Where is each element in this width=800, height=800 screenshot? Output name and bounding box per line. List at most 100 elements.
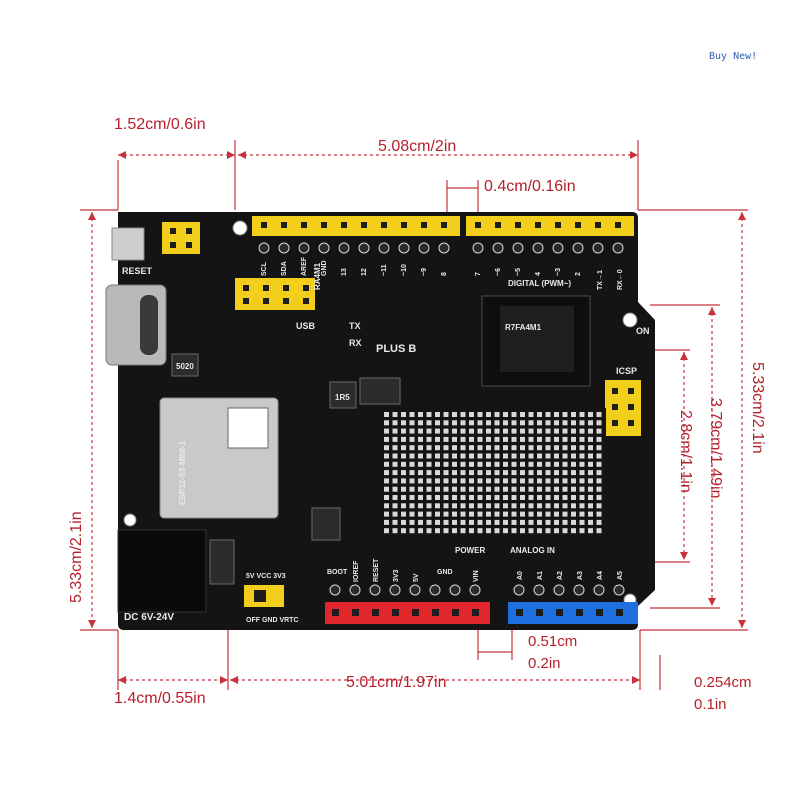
top-right-header[interactable] (466, 216, 634, 236)
icsp-header[interactable] (605, 380, 641, 436)
proto-pad (452, 412, 457, 417)
proto-pad (520, 436, 525, 442)
proto-pad (511, 528, 517, 534)
proto-pad (528, 511, 534, 517)
proto-pad (511, 453, 517, 459)
power-label: POWER (455, 546, 485, 555)
proto-pad (452, 503, 457, 509)
proto-pad (494, 519, 500, 525)
proto-pad (477, 420, 483, 426)
top-left-header[interactable] (252, 216, 460, 236)
proto-pad (460, 445, 466, 451)
usb-c-connector[interactable] (105, 284, 167, 366)
svg-text:TX→1: TX→1 (597, 270, 604, 290)
switch-top-label: 5V VCC 3V3 (246, 573, 286, 580)
proto-pad (443, 420, 449, 426)
proto-pad (579, 420, 585, 426)
proto-pad (469, 503, 474, 509)
proto-pad (571, 519, 576, 525)
proto-pad (435, 470, 440, 476)
proto-pad (494, 445, 500, 451)
proto-pad (460, 436, 466, 442)
dim-edge-gap-cm: 0.254cm (694, 674, 752, 691)
proto-pad (596, 412, 602, 417)
proto-pad (443, 412, 449, 417)
svg-text:~3: ~3 (555, 268, 562, 276)
proto-pad (528, 519, 534, 525)
proto-pad (486, 486, 491, 492)
buy-new-label[interactable]: Buy New! (709, 51, 758, 62)
proto-pad (528, 412, 534, 417)
proto-pad (418, 511, 423, 517)
proto-pad (537, 511, 542, 517)
proto-pad (409, 428, 415, 434)
proto-pad (452, 519, 457, 525)
proto-pad (477, 436, 483, 442)
proto-pad (477, 528, 483, 534)
svg-text:~10: ~10 (401, 264, 408, 276)
proto-pad (426, 428, 432, 434)
scl-sda-header[interactable] (235, 278, 315, 310)
proto-pad (588, 470, 593, 476)
proto-pad (579, 412, 585, 417)
proto-pad (588, 503, 593, 509)
proto-pad (562, 486, 568, 492)
proto-pad (409, 503, 415, 509)
proto-pad (426, 453, 432, 459)
power-header[interactable] (325, 602, 490, 624)
proto-pad (418, 470, 423, 476)
proto-pad (486, 503, 491, 509)
proto-pad (494, 453, 500, 459)
proto-pad (392, 486, 398, 492)
proto-pad (418, 445, 423, 451)
proto-pad (596, 478, 602, 484)
proto-pad (384, 420, 389, 426)
proto-pad (588, 495, 593, 500)
proto-pad (554, 420, 559, 426)
proto-pad (426, 436, 432, 442)
proto-pad (418, 428, 423, 434)
proto-pad (460, 478, 466, 484)
proto-pad (511, 511, 517, 517)
reset-button[interactable] (111, 227, 145, 261)
proto-pad (384, 519, 389, 525)
dc-jack[interactable] (117, 529, 207, 613)
proto-pad (596, 528, 602, 534)
proto-pad (384, 461, 389, 467)
proto-pad (384, 528, 389, 534)
proto-pad (562, 519, 568, 525)
vcc-gnd-header[interactable] (162, 222, 200, 254)
proto-pad (477, 453, 483, 459)
proto-pad (426, 461, 432, 467)
proto-pad (571, 478, 576, 484)
proto-pad (562, 511, 568, 517)
proto-pad (435, 428, 440, 434)
svg-text:~5: ~5 (515, 268, 522, 276)
proto-pad (528, 470, 534, 476)
proto-pad (596, 428, 602, 434)
proto-pad (418, 453, 423, 459)
analog-header[interactable] (508, 602, 638, 624)
proto-pad (460, 511, 466, 517)
proto-pad (520, 470, 525, 476)
mcu-chip (481, 295, 591, 387)
proto-pad (503, 445, 508, 451)
proto-pad (486, 495, 491, 500)
proto-pad (579, 486, 585, 492)
proto-pad (562, 470, 568, 476)
proto-pad (545, 445, 551, 451)
dim-left-offset: 1.52cm/0.6in (114, 116, 206, 133)
proto-pad (537, 486, 542, 492)
proto-pad (426, 420, 432, 426)
proto-pad (469, 420, 474, 426)
proto-pad (588, 412, 593, 417)
proto-pad (571, 486, 576, 492)
proto-pad (520, 428, 525, 434)
proto-pad (554, 445, 559, 451)
proto-pad (469, 528, 474, 534)
proto-pad (596, 503, 602, 509)
proto-pad (401, 511, 406, 517)
svg-text:A1: A1 (537, 571, 544, 580)
proto-pad (511, 461, 517, 467)
proto-pad (443, 445, 449, 451)
